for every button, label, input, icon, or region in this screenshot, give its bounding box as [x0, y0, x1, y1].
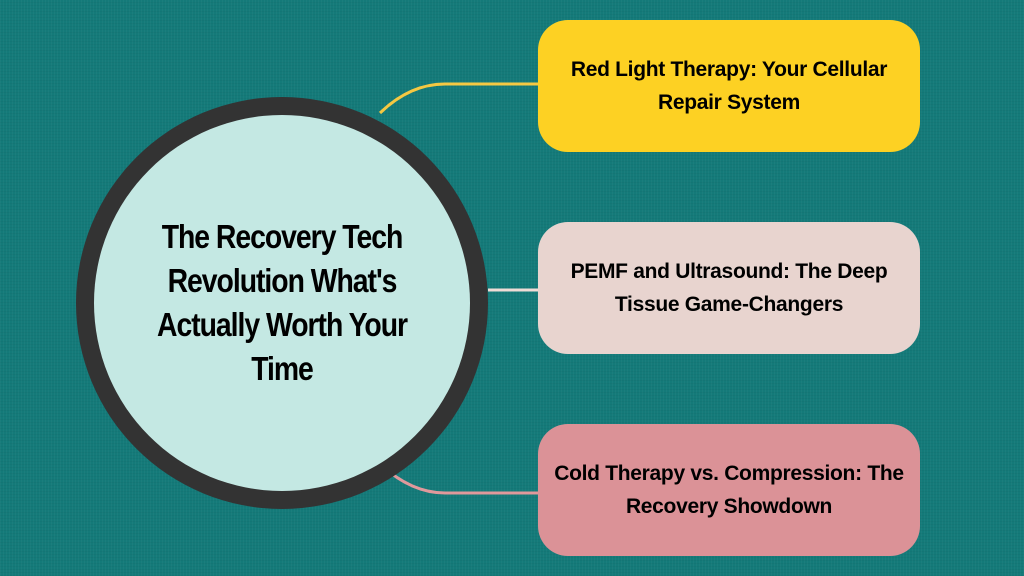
hub-inner: The Recovery Tech Revolution What's Actu…: [94, 115, 470, 491]
node-label: Cold Therapy vs. Compression: The Recove…: [554, 462, 904, 518]
node-red-light-therapy: Red Light Therapy: Your Cellular Repair …: [538, 20, 920, 152]
connector-top: [378, 82, 538, 115]
central-hub-circle: The Recovery Tech Revolution What's Actu…: [76, 97, 488, 509]
node-label: Red Light Therapy: Your Cellular Repair …: [570, 58, 888, 114]
node-pemf-ultrasound: PEMF and Ultrasound: The Deep Tissue Gam…: [538, 222, 920, 354]
node-cold-therapy-compression: Cold Therapy vs. Compression: The Recove…: [538, 424, 920, 556]
hub-title: The Recovery Tech Revolution What's Actu…: [156, 218, 408, 387]
node-label: PEMF and Ultrasound: The Deep Tissue Gam…: [570, 260, 888, 316]
